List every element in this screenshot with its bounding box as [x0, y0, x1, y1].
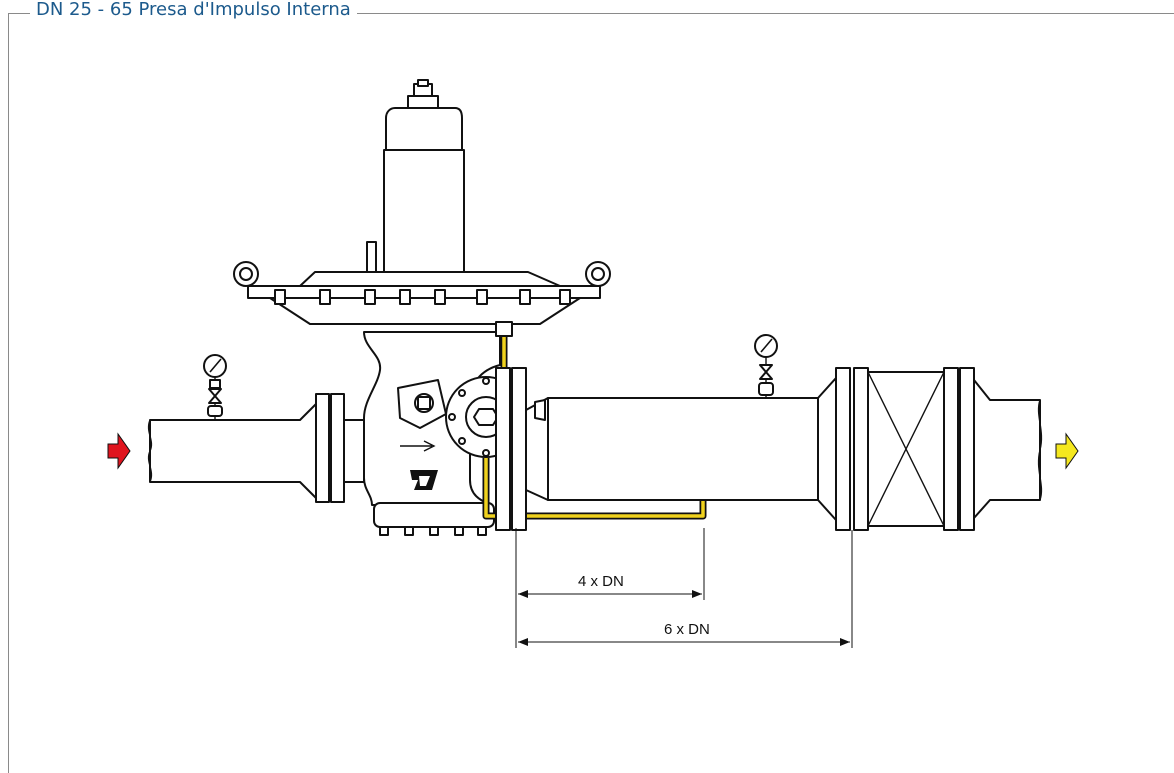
dimension-lines: [515, 528, 853, 648]
outlet-pipe: [973, 379, 1043, 519]
dimension-4dn-label: 4 x DN: [578, 573, 624, 590]
dimension-6dn-label: 6 x DN: [664, 621, 710, 638]
downstream-valve: [867, 367, 975, 531]
regulator-installation-diagram: 4 x DN 6 x DN: [107, 79, 1079, 648]
outlet-arrow-shape: [1055, 432, 1079, 470]
inlet-arrow-icon: [107, 432, 131, 470]
actuator-bolts: [274, 289, 571, 305]
outlet-pipe-section: [495, 367, 869, 531]
manufacturer-logo-icon: [410, 470, 438, 490]
actuator-housing: [233, 241, 611, 325]
outlet-arrow-icon: [1055, 432, 1079, 470]
inlet-pipe: [147, 393, 365, 503]
inlet-arrow-shape: [107, 432, 131, 470]
outlet-pressure-gauge-icon: [754, 334, 778, 398]
pilot-accessory: [397, 379, 447, 429]
diagram-frame: [8, 13, 1174, 773]
spring-case: [383, 79, 465, 273]
inlet-pressure-gauge-icon: [203, 354, 227, 420]
diagram-title: DN 25 - 65 Presa d'Impulso Interna: [30, 0, 357, 20]
